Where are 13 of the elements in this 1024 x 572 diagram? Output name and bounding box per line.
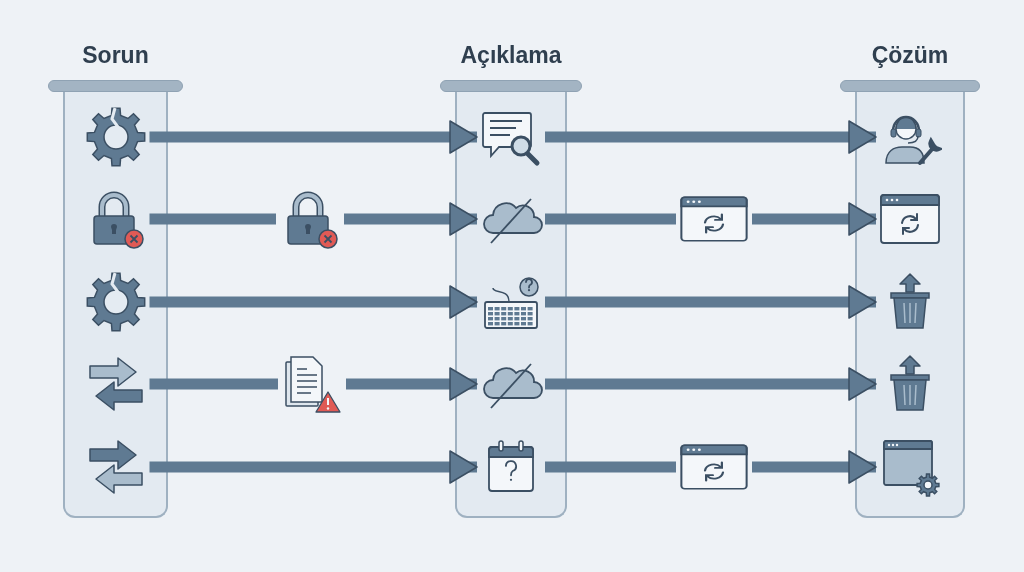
arrow	[545, 367, 877, 401]
column-title: Açıklama	[459, 41, 563, 70]
arrow	[149, 285, 478, 319]
arrow	[346, 367, 478, 401]
arrow	[149, 120, 478, 154]
arrow	[545, 285, 877, 319]
arrow	[149, 450, 478, 484]
arrow	[344, 202, 478, 236]
arrow	[545, 120, 877, 154]
arrow	[752, 202, 877, 236]
column-title: Sorun	[81, 41, 150, 70]
arrow	[752, 450, 877, 484]
column-title: Çözüm	[870, 41, 950, 70]
